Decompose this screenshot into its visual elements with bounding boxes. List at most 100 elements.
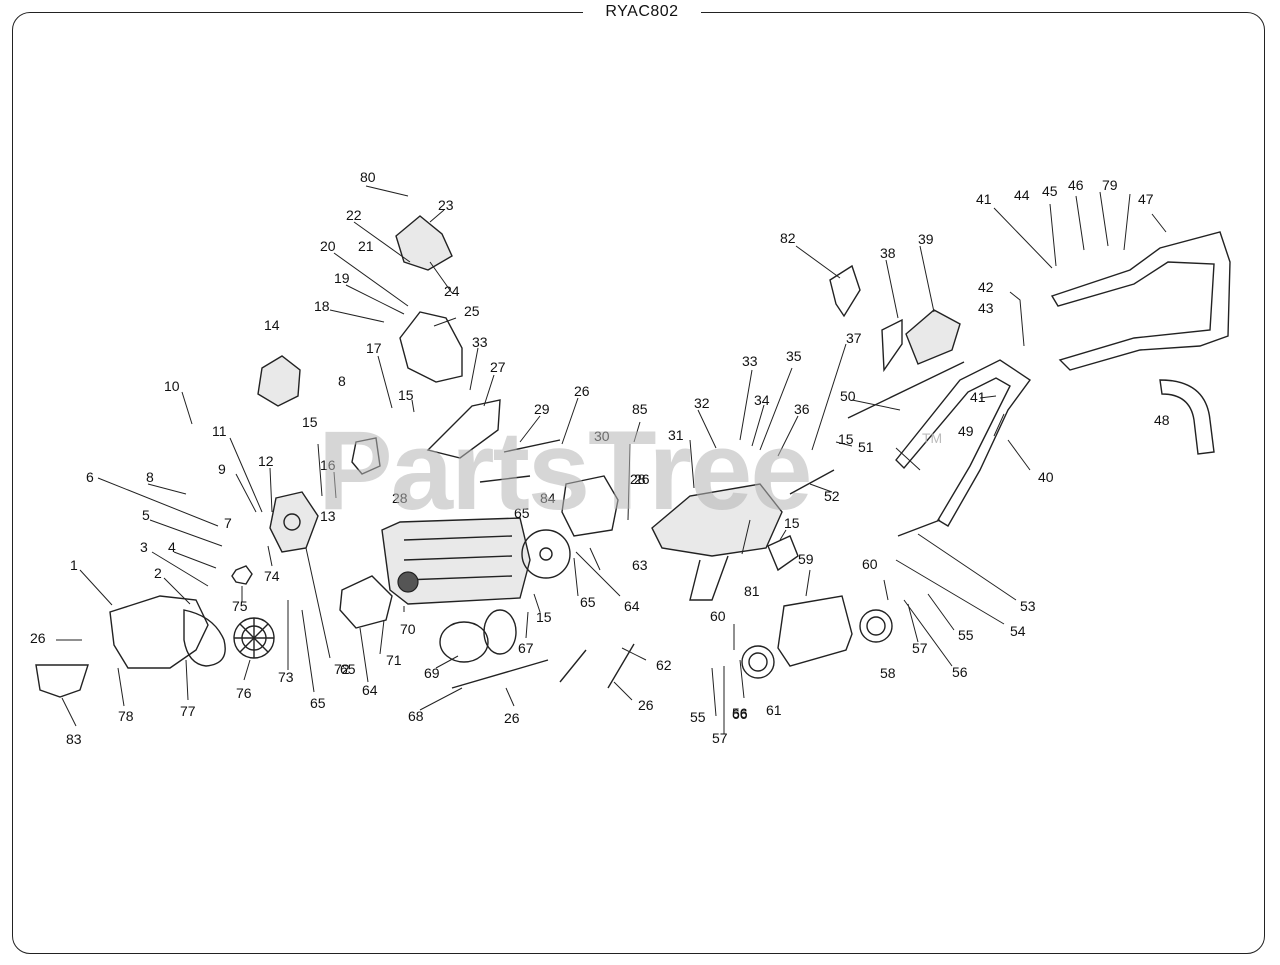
callout-label: 78	[118, 708, 134, 724]
callout-label: 28	[392, 490, 408, 506]
callout-label: 18	[314, 298, 330, 314]
rod-shapes	[451, 361, 965, 689]
callout-label: 19	[334, 270, 350, 286]
block-81-shape	[767, 535, 799, 572]
callout-label: 50	[840, 388, 856, 404]
fan-shroud-shape	[257, 355, 301, 407]
callout-label: 56	[732, 705, 748, 721]
side-plate-shape	[339, 575, 393, 629]
callout-label: 17	[366, 340, 382, 356]
callout-label: 10	[164, 378, 180, 394]
belt-shape	[183, 609, 226, 667]
callout-label: 35	[786, 348, 802, 364]
callout-label: 62	[656, 657, 672, 673]
callout-label: 15	[536, 609, 552, 625]
callout-label: 69	[424, 665, 440, 681]
callout-label: 20	[320, 238, 336, 254]
rear-frame-shape	[561, 475, 619, 537]
callout-label: 57	[912, 640, 928, 656]
callout-label: 1	[70, 557, 78, 573]
callout-label: 8	[146, 469, 154, 485]
callout-label: 26	[574, 383, 590, 399]
callout-label: 3	[140, 539, 148, 555]
callout-label: 22	[346, 207, 362, 223]
callout-label: 49	[958, 423, 974, 439]
callout-label: 52	[824, 488, 840, 504]
callout-label: 37	[846, 330, 862, 346]
callout-label: 38	[880, 245, 896, 261]
callout-label: 51	[858, 439, 874, 455]
callout-label: 74	[264, 568, 280, 584]
callout-label: 60	[710, 608, 726, 624]
callout-label: 6	[86, 469, 94, 485]
callout-label: 72	[334, 661, 350, 677]
callout-label: 12	[258, 453, 274, 469]
callout-label: 65	[514, 505, 530, 521]
callout-label: 77	[180, 703, 196, 719]
model-code-title: RYAC802	[583, 1, 701, 23]
callout-label: 44	[1014, 187, 1030, 203]
chute-shape	[399, 311, 463, 383]
callout-label: 5	[142, 507, 150, 523]
callout-label: 83	[66, 731, 82, 747]
lever-38-shape	[881, 318, 903, 373]
callout-label: 39	[918, 231, 934, 247]
callout-label: 80	[360, 169, 376, 185]
callout-label: 53	[1020, 598, 1036, 614]
callout-label: 9	[218, 461, 226, 477]
lower-handle-shape	[895, 359, 1031, 527]
callout-label: 32	[694, 395, 710, 411]
callout-label: 2	[154, 565, 162, 581]
leader-lines	[56, 185, 1167, 734]
top-cover-shape	[426, 399, 501, 459]
callout-label: 21	[358, 238, 374, 254]
callout-label: 57	[712, 730, 728, 746]
callout-label: 15	[302, 414, 318, 430]
callout-label: 73	[278, 669, 294, 685]
callout-label: 65	[580, 594, 596, 610]
nut-shape	[231, 565, 253, 585]
callout-label: 55	[958, 627, 974, 643]
callout-label: 26	[638, 697, 654, 713]
stand-59-shape	[777, 595, 853, 667]
callout-label: 81	[744, 583, 760, 599]
callout-label: 30	[594, 428, 610, 444]
deflector-shape	[395, 215, 453, 271]
callout-label: 71	[386, 652, 402, 668]
callout-label: 64	[624, 598, 640, 614]
callout-label: 36	[794, 401, 810, 417]
callout-label: 34	[754, 392, 770, 408]
callout-label: 82	[780, 230, 796, 246]
chute-scoop-shape	[35, 664, 89, 698]
callout-label: 48	[1154, 412, 1170, 428]
callout-label: 31	[668, 427, 684, 443]
callout-label: 26	[634, 471, 650, 487]
callout-label: 15	[784, 515, 800, 531]
bracket-82-shape	[829, 264, 861, 318]
callout-label: 43	[978, 300, 994, 316]
callout-label: 11	[212, 423, 227, 439]
callout-label: 59	[798, 551, 814, 567]
callout-label: 42	[978, 279, 994, 295]
callout-label: 26	[504, 710, 520, 726]
side-wheel-shape	[521, 529, 571, 579]
callout-label: 56	[952, 664, 968, 680]
callout-label: 63	[632, 557, 648, 573]
bag-shape	[905, 309, 961, 365]
wheel-58-shape	[859, 609, 893, 643]
watermark-text: PartsTree	[318, 408, 813, 533]
callout-label: 25	[464, 303, 480, 319]
callout-label: 23	[438, 197, 454, 213]
callout-label: 47	[1138, 191, 1154, 207]
callout-label: 40	[1038, 469, 1054, 485]
callout-label: 76	[236, 685, 252, 701]
callout-label: 67	[518, 640, 534, 656]
callout-label: 84	[540, 490, 556, 506]
callout-label: 15	[398, 387, 414, 403]
callout-label: 85	[632, 401, 648, 417]
wheel-61-shape	[741, 645, 775, 679]
callout-label: 4	[168, 539, 176, 555]
upper-handle-shape	[1050, 231, 1231, 371]
callout-label: 33	[742, 353, 758, 369]
